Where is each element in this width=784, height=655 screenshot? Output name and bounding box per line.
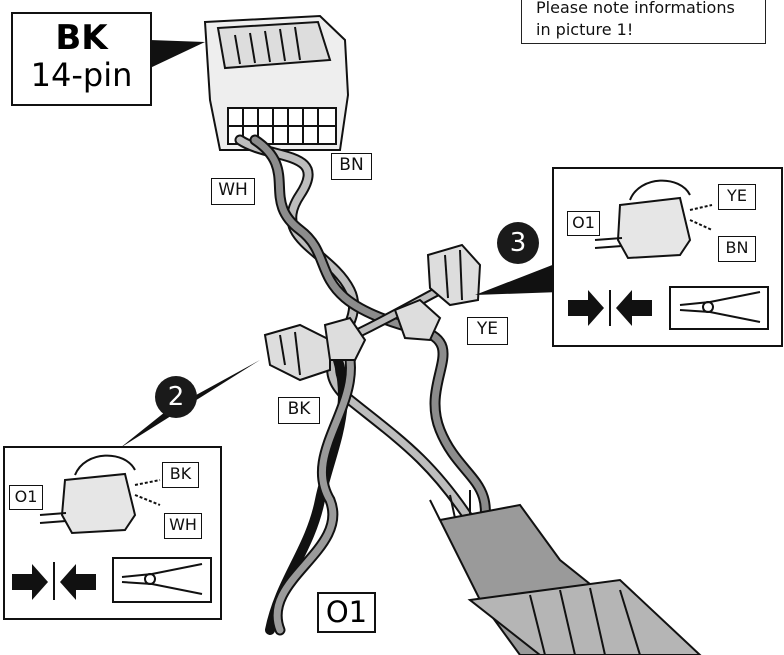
step3-pointer xyxy=(475,262,560,295)
splice-connector-2 xyxy=(263,316,367,382)
crimping-pliers-icon xyxy=(669,286,769,330)
connector-14pin-drawing xyxy=(203,14,350,151)
wire-label-wh: WH xyxy=(211,178,255,205)
step3-label-o1: O1 xyxy=(567,211,600,236)
note-line-2: in picture 1! xyxy=(536,20,634,39)
step3-label-bn: BN xyxy=(718,236,756,262)
step2-label-wh: WH xyxy=(164,513,202,539)
harness-bundle xyxy=(429,490,702,655)
harness-end-label: O1 xyxy=(317,592,376,633)
splice-connector-3 xyxy=(393,243,482,342)
step2-label-o1: O1 xyxy=(9,485,43,510)
step-badge-2: 2 xyxy=(155,376,197,418)
wire-label-ye: YE xyxy=(467,317,508,345)
step3-label-ye: YE xyxy=(718,184,756,210)
step2-label-bk: BK xyxy=(162,462,199,488)
step-badge-3: 3 xyxy=(497,222,539,264)
step3-press-arrows xyxy=(568,290,652,326)
step2-crimp-connector xyxy=(39,454,161,535)
step2-press-arrows xyxy=(12,562,96,600)
wire-label-bn: BN xyxy=(331,153,372,180)
connector-pointer xyxy=(150,40,205,68)
crimping-pliers-icon xyxy=(112,557,212,603)
connector-label: BK 14-pin xyxy=(11,12,152,106)
wire-label-bk: BK xyxy=(278,397,320,424)
note-box: Please note informations in picture 1! xyxy=(521,0,766,44)
note-line-1: Please note informations xyxy=(536,0,735,17)
connector-color: BK xyxy=(55,18,108,58)
step3-crimp-connector xyxy=(594,179,713,260)
wire-harness xyxy=(234,134,491,636)
connector-pins: 14-pin xyxy=(30,56,133,94)
